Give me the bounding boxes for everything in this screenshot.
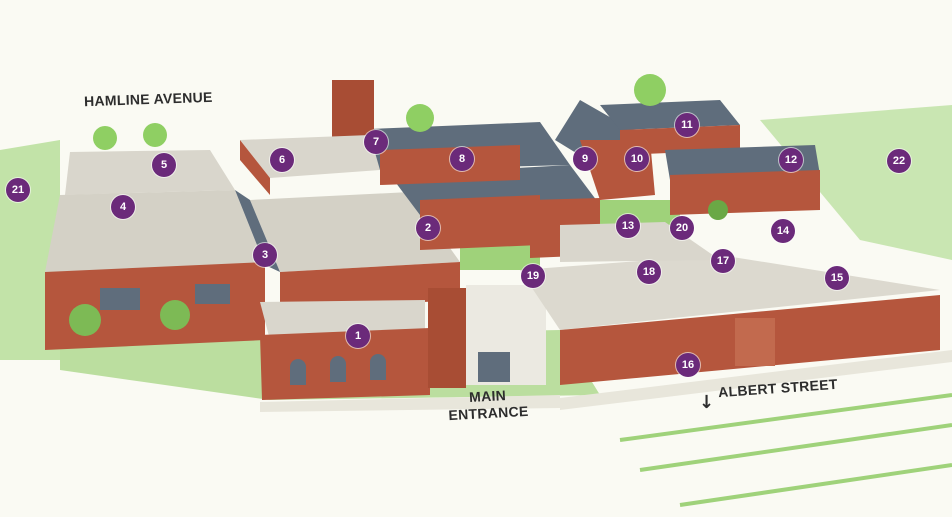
arrow-down-icon: ↓ [699, 392, 715, 413]
marker-14[interactable]: 14 [771, 219, 795, 243]
building-11-wall [620, 125, 740, 155]
marker-10[interactable]: 10 [625, 147, 649, 171]
arched-windows [290, 354, 386, 385]
building-16-gable [735, 318, 775, 366]
tree [143, 123, 167, 147]
entrance-tower [428, 288, 466, 388]
marker-17[interactable]: 17 [711, 249, 735, 273]
window [195, 284, 230, 304]
marker-9[interactable]: 9 [573, 147, 597, 171]
marker-7[interactable]: 7 [364, 130, 388, 154]
bell-tower [332, 80, 374, 140]
roof-building-13 [560, 222, 720, 262]
entrance-door [478, 352, 510, 382]
building-3-wall [280, 262, 460, 310]
roof-building-5 [65, 150, 235, 195]
lawn-stripe [639, 423, 952, 472]
lawn-east [760, 105, 952, 260]
marker-22[interactable]: 22 [887, 149, 911, 173]
main-entrance-label: MAIN ENTRANCE [447, 386, 529, 424]
marker-6[interactable]: 6 [270, 148, 294, 172]
marker-19[interactable]: 19 [521, 264, 545, 288]
marker-2[interactable]: 2 [416, 216, 440, 240]
marker-13[interactable]: 13 [616, 214, 640, 238]
marker-21[interactable]: 21 [6, 178, 30, 202]
marker-5[interactable]: 5 [152, 153, 176, 177]
marker-15[interactable]: 15 [825, 266, 849, 290]
tree [634, 74, 666, 106]
front-sidewalk [260, 395, 560, 412]
window [100, 288, 140, 310]
marker-12[interactable]: 12 [779, 148, 803, 172]
marker-1[interactable]: 1 [346, 324, 370, 348]
building-8-wall [380, 145, 520, 185]
tree [708, 200, 728, 220]
tree [69, 304, 101, 336]
marker-3[interactable]: 3 [253, 243, 277, 267]
marker-4[interactable]: 4 [111, 195, 135, 219]
marker-16[interactable]: 16 [676, 353, 700, 377]
marker-20[interactable]: 20 [670, 216, 694, 240]
tree [406, 104, 434, 132]
tree [93, 126, 117, 150]
building-2-wall [420, 195, 540, 250]
lawn-stripe [619, 393, 952, 442]
roof-building-11 [600, 100, 740, 130]
marker-11[interactable]: 11 [675, 113, 699, 137]
lawn-stripe [679, 463, 952, 507]
roof-building-4 [45, 190, 265, 272]
building-6-wall [240, 140, 270, 195]
marker-8[interactable]: 8 [450, 147, 474, 171]
building-12-wall [670, 170, 820, 215]
roof-building-3 [250, 192, 460, 272]
tree [160, 300, 190, 330]
courtyard-lawn-2 [600, 200, 680, 225]
albert-sidewalk [560, 350, 952, 410]
marker-18[interactable]: 18 [637, 260, 661, 284]
